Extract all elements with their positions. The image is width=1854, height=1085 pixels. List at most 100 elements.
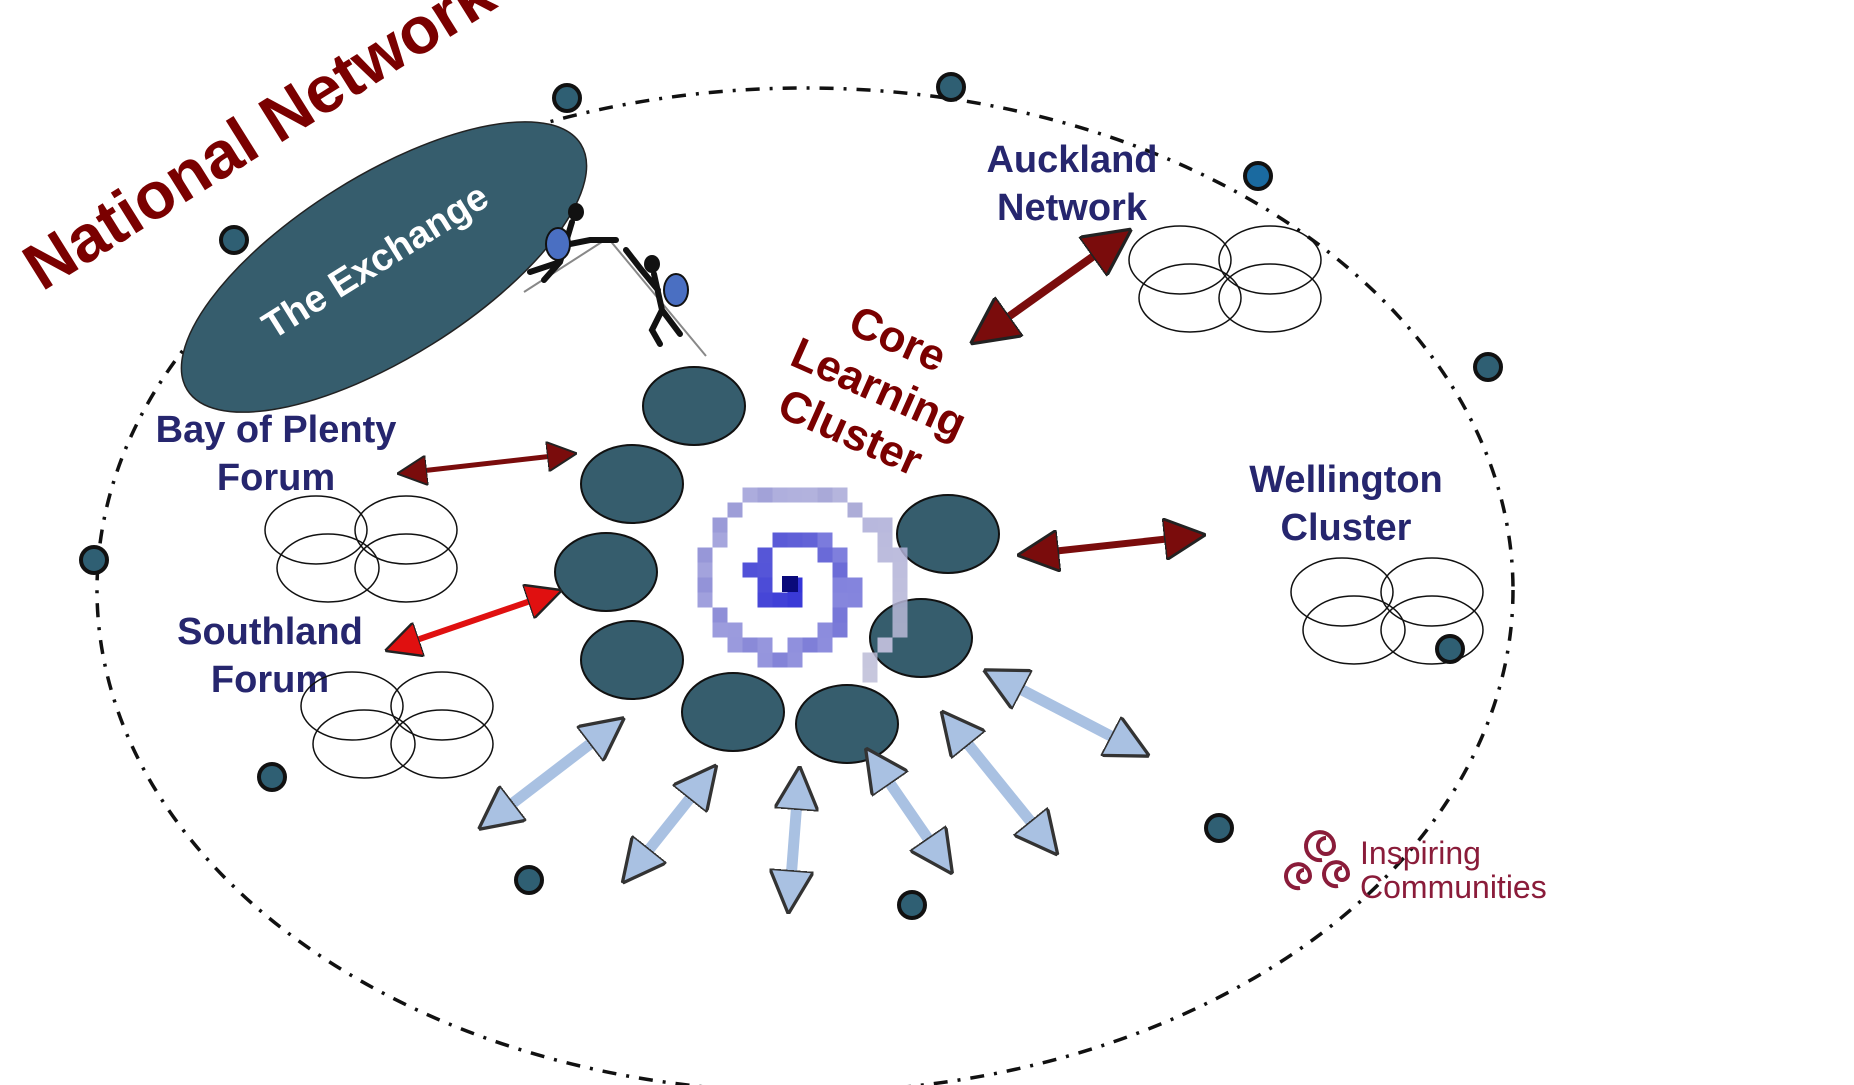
core-node: [795, 684, 899, 764]
region-label: Cluster: [1281, 507, 1412, 549]
region-label: Forum: [211, 659, 329, 701]
spiral-pixel: [802, 532, 818, 548]
spiral-pixel: [892, 622, 908, 638]
spiral-pixel: [757, 652, 773, 668]
spiral-pixel: [892, 592, 908, 608]
spiral-pixel: [832, 592, 848, 608]
region-auckland: Auckland Network: [986, 139, 1157, 229]
spiral-pixel: [817, 532, 833, 548]
spiral-pixel: [862, 652, 878, 668]
region-bay-of-plenty: Bay of Plenty Forum: [156, 409, 397, 499]
arrow-auckland: [990, 243, 1112, 330]
region-label: Network: [997, 187, 1148, 229]
core-node: [580, 444, 684, 524]
spiral-pixel: [787, 652, 803, 668]
cluster-loops-auckland: [1128, 225, 1322, 333]
spiral-pixel: [697, 577, 713, 593]
spiral-pixel: [832, 577, 848, 593]
spiral-pixel: [877, 532, 893, 548]
boundary-node: [257, 762, 287, 792]
boundary-node: [1473, 352, 1503, 382]
spiral-pixel: [757, 577, 773, 593]
core-node: [896, 494, 1000, 574]
spiral-pixel: [817, 622, 833, 638]
network-boundary: [95, 86, 1515, 1085]
logo-line-2: Communities: [1360, 869, 1547, 905]
spiral-pixel: [877, 547, 893, 563]
cluster-loops-bay-of-plenty: [264, 495, 458, 603]
core-node: [642, 366, 746, 446]
boundary-node: [936, 72, 966, 102]
inspiring-communities-logo: Inspiring Communities: [1284, 830, 1547, 905]
arrow-wellington: [1038, 537, 1185, 553]
spiral-pixel: [712, 517, 728, 533]
region-label: Southland: [177, 611, 363, 653]
community-arrow: [636, 782, 703, 866]
cluster-loops-wellington: [1290, 557, 1484, 665]
spiral-pixel: [757, 487, 773, 503]
spiral-pixel: [787, 487, 803, 503]
spiral-pixel: [817, 547, 833, 563]
spiral-pixel: [832, 562, 848, 578]
spiral-pixel: [832, 607, 848, 623]
spiral-pixel: [847, 577, 863, 593]
boundary-node: [552, 83, 582, 113]
spiral-pixel: [772, 532, 788, 548]
spiral-pixel: [742, 562, 758, 578]
spiral-pixel: [757, 562, 773, 578]
logo-swirl-icon: [1284, 830, 1351, 891]
logo-line-1: Inspiring: [1360, 835, 1481, 871]
spiral-pixel: [817, 487, 833, 503]
arrow-bay-of-plenty: [412, 455, 562, 472]
spiral-pixel: [892, 577, 908, 593]
climbers-illustration: [523, 203, 707, 357]
spiral-pixel: [862, 517, 878, 533]
community-arrow: [1003, 680, 1130, 746]
core-node: [554, 532, 658, 612]
spiral-core: [782, 576, 798, 592]
spiral-pixel: [727, 502, 743, 518]
community-arrow: [955, 728, 1044, 838]
core-node: [681, 672, 785, 752]
spiral-pixel: [772, 487, 788, 503]
spiral-pixel: [892, 607, 908, 623]
spiral-pixel: [712, 532, 728, 548]
spiral-pixel: [697, 592, 713, 608]
region-label: Forum: [217, 457, 335, 499]
spiral-pixel: [772, 652, 788, 668]
arrow-southland: [402, 596, 545, 645]
spiral-pixel: [787, 637, 803, 653]
boundary-node: [1204, 813, 1234, 843]
spiral-pixel: [757, 547, 773, 563]
community-arrow: [790, 788, 798, 892]
spiral-pixel: [757, 592, 773, 608]
spiral-pixel: [892, 547, 908, 563]
spiral-pixel: [787, 532, 803, 548]
boundary-nodes: [79, 72, 1503, 920]
region-label: Bay of Plenty: [156, 409, 397, 451]
spiral-pixel: [877, 637, 893, 653]
spiral-pixel: [802, 637, 818, 653]
region-wellington: Wellington Cluster: [1249, 459, 1443, 549]
community-arrows: [496, 680, 1130, 892]
spiral-pixel: [742, 487, 758, 503]
boundary-node: [219, 225, 249, 255]
spiral-pixel: [832, 622, 848, 638]
community-arrow: [496, 731, 607, 816]
spiral-pixel: [847, 502, 863, 518]
core-nodes: [554, 366, 1000, 764]
climber-figure: [527, 203, 619, 283]
region-southland: Southland Forum: [177, 611, 363, 701]
spiral-pixel: [757, 637, 773, 653]
core-node: [580, 620, 684, 700]
spiral-pixel: [832, 547, 848, 563]
region-label: Wellington: [1249, 459, 1443, 501]
boundary-node: [1243, 161, 1273, 191]
spiral-pixel: [802, 487, 818, 503]
spiral-pixel: [712, 607, 728, 623]
boundary-node: [897, 890, 927, 920]
spiral-pixel: [892, 562, 908, 578]
region-label: Auckland: [986, 139, 1157, 181]
spiral-pixel: [697, 562, 713, 578]
